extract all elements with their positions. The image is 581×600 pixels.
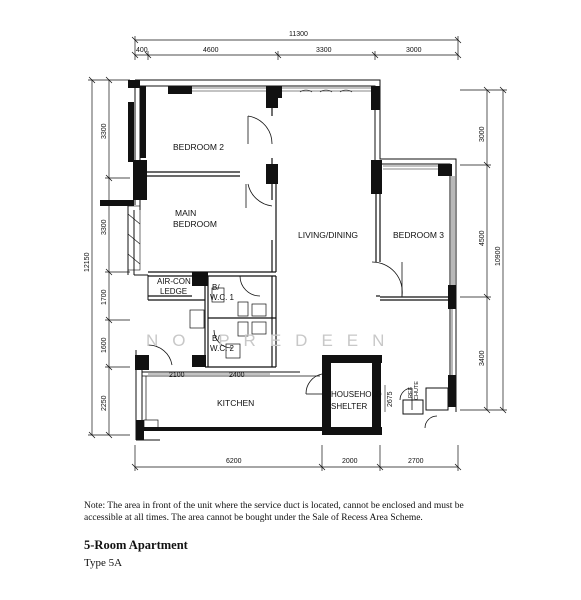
wardrobes	[127, 205, 141, 271]
right-dim-2: 4500	[479, 230, 486, 246]
left-dim-3: 1700	[101, 289, 108, 305]
bottom-dimension-lines	[131, 445, 462, 471]
refuse-chute	[402, 387, 449, 415]
label-kitchen-dim-2: 2400	[229, 372, 245, 379]
right-depth-label: 10900	[495, 246, 502, 266]
overall-depth-label: 12150	[84, 252, 91, 272]
watermark: NO PREDEEN	[146, 331, 398, 350]
overall-width-label: 11300	[289, 31, 308, 38]
right-dimension-lines	[460, 86, 507, 414]
bottom-dim-3: 2700	[408, 458, 424, 465]
right-dim-3: 3400	[479, 350, 486, 366]
label-wc1-1: B/	[212, 283, 220, 292]
top-dim-4: 3000	[406, 47, 422, 54]
door-swings	[147, 115, 438, 429]
top-windows	[192, 87, 455, 375]
bottom-dim-2: 2000	[342, 458, 358, 465]
top-dim-1: 400	[136, 47, 148, 54]
apartment-type: Type 5A	[84, 557, 123, 569]
bottom-dim-1: 6200	[226, 458, 242, 465]
left-dim-4: 1600	[101, 337, 108, 353]
label-wc2-2: W.C. 2	[210, 344, 235, 353]
left-dimension-lines	[88, 76, 130, 439]
note-text: Note: The area in front of the unit wher…	[84, 501, 464, 523]
left-dim-5: 2250	[101, 395, 108, 411]
bathroom-fixtures	[189, 287, 267, 359]
left-dim-2: 3300	[101, 219, 108, 235]
label-ref-chute-2: CHUTE	[414, 381, 420, 400]
label-main-bedroom-1: MAIN	[175, 208, 196, 218]
top-dim-2: 4600	[203, 47, 219, 54]
label-shelter-2: SHELTER	[331, 402, 368, 411]
left-dim-1: 3300	[101, 123, 108, 139]
label-wc2-1: B/	[212, 334, 220, 343]
apartment-title: 5-Room Apartment	[84, 538, 188, 552]
label-kitchen: KITCHEN	[217, 398, 254, 408]
label-main-bedroom-2: BEDROOM	[173, 219, 217, 229]
top-dim-3: 3300	[316, 47, 332, 54]
kitchen-dim-lines	[148, 373, 386, 412]
label-living-dining: LIVING/DINING	[298, 230, 358, 240]
label-shelter-dim: 2675	[387, 391, 394, 407]
label-bedroom-2: BEDROOM 2	[173, 142, 224, 152]
label-aircon-2: LEDGE	[160, 287, 187, 296]
label-wc1-2: W.C. 1	[210, 293, 235, 302]
top-dimension-lines	[131, 36, 462, 60]
outer-walls	[127, 79, 457, 441]
label-bedroom-3: BEDROOM 3	[393, 230, 444, 240]
label-kitchen-dim-1: 2100	[169, 372, 185, 379]
label-shelter-1: HOUSEHOLD	[331, 390, 382, 399]
label-ref-chute-1: REF	[408, 386, 414, 398]
right-dim-1: 3000	[479, 126, 486, 142]
thick-walls	[100, 80, 456, 440]
interior-walls	[146, 108, 450, 368]
kitchen-fixtures	[142, 375, 320, 431]
label-aircon-1: AIR-CON	[157, 277, 191, 286]
